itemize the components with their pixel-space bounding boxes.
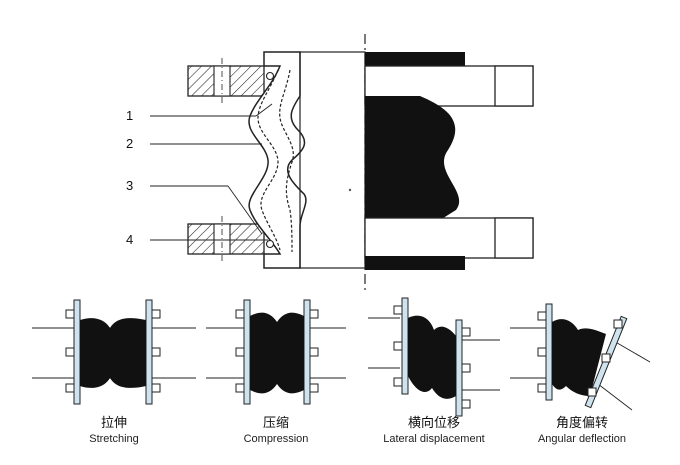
callout-1: 1 bbox=[126, 108, 133, 123]
callout-leaders: 1 2 3 4 bbox=[126, 103, 273, 247]
callout-4: 4 bbox=[126, 232, 133, 247]
caption-angular-en: Angular deflection bbox=[537, 433, 627, 445]
reinforcement-layer bbox=[279, 69, 294, 253]
reinforcement-layer bbox=[257, 69, 281, 251]
caption-lateral-en: Lateral displacement bbox=[383, 433, 485, 445]
caption-compression-zh: 压缩 bbox=[262, 416, 289, 431]
mode-angular-illustration bbox=[510, 303, 651, 411]
caption-stretching-zh: 拉伸 bbox=[100, 416, 127, 431]
mode-lateral-illustration bbox=[368, 297, 500, 417]
caption-lateral-zh: 横向位移 bbox=[407, 416, 460, 431]
exterior-view-drawing bbox=[364, 52, 534, 270]
caption-stretching-en: Stretching bbox=[89, 433, 139, 445]
callout-2: 2 bbox=[126, 136, 133, 151]
rubber-bellows-exterior bbox=[365, 96, 460, 220]
callout-3: 3 bbox=[126, 178, 133, 193]
mode-stretching-illustration bbox=[32, 299, 196, 405]
mode-compression-illustration bbox=[206, 299, 346, 405]
top-flange-black bbox=[365, 52, 465, 68]
bead-ring-bottom bbox=[265, 239, 275, 249]
cross-section-drawing bbox=[187, 34, 366, 290]
bottom-flange-black bbox=[365, 256, 465, 270]
caption-compression-en: Compression bbox=[243, 433, 309, 445]
caption-angular-zh: 角度偏转 bbox=[555, 416, 608, 431]
bead-ring-top bbox=[265, 71, 275, 81]
